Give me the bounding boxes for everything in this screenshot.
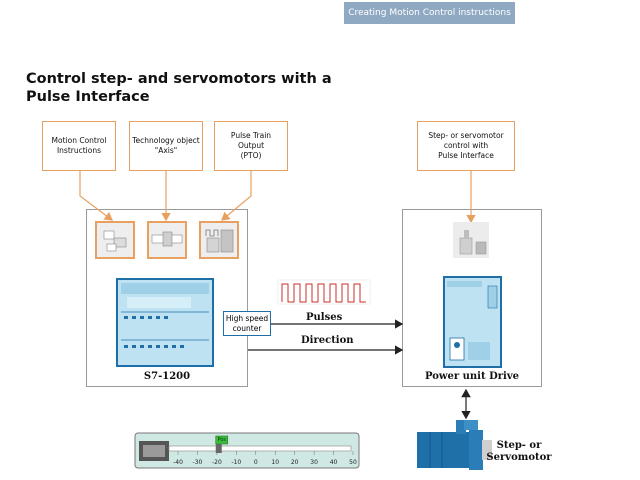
drive-motor-icon [453,222,489,258]
slider-tick-label: 20 [290,459,299,466]
box-label: Step- or servomotor [428,131,504,140]
slider-tick-label: 10 [271,459,280,466]
pulses-label: Pulses [306,312,343,323]
title-line-1: Control step- and servomotors with a [26,71,332,87]
counter-label: High speed [225,313,269,323]
page-title: Control step- and servomotors with a Pul… [26,70,346,106]
s7-1200-plc-image [116,278,214,367]
motor-label: Step- or Servomotor [484,440,554,464]
position-badge: Pos [217,437,226,443]
box-label: "Axis" [154,146,178,155]
motor-label-line-2: Servomotor [486,452,552,463]
box-label: Pulse Train Output [230,131,272,150]
high-speed-counter-box: High speed counter [223,311,271,336]
linear-axis-track [134,432,360,469]
motion-control-instructions-box: Motion Control Instructions [42,121,116,171]
pulse-waveform [277,279,371,305]
slider-tick-label: 40 [329,459,338,466]
box-label: Pulse Interface [438,151,494,160]
instruction-module-icon [95,221,135,259]
box-label: control with [443,141,489,150]
pto-icon [199,221,239,259]
box-label: Motion Control [51,136,107,145]
axis-carriage-handle[interactable] [215,435,229,453]
config-arrows [79,171,476,224]
box-label: Technology object [132,136,200,145]
drive-label: Power unit Drive [425,371,519,382]
box-label: (PTO) [240,151,262,160]
technology-object-axis-box: Technology object "Axis" [129,121,203,171]
header-tab[interactable]: Creating Motion Control instructions [344,2,515,24]
slider-tick-label: -30 [192,459,203,466]
pulse-train-output-box: Pulse Train Output (PTO) [214,121,288,171]
direction-label: Direction [301,335,354,346]
power-unit-drive-image [443,276,502,368]
slider-tick-label: 0 [253,459,258,466]
plc-label: S7-1200 [143,371,191,382]
slider-tick-label: -20 [211,459,222,466]
title-line-2: Pulse Interface [26,89,150,105]
slider-tick-label: -10 [231,459,242,466]
step-servo-control-box: Step- or servomotor control with Pulse I… [417,121,515,171]
motor-label-line-1: Step- or [496,440,542,451]
box-label: Instructions [56,146,102,155]
slider-tick-label: 30 [310,459,318,466]
slider-tick-label: -40 [173,459,183,466]
axis-object-icon [147,221,187,259]
counter-label: counter [232,323,262,333]
servomotor-image [417,420,492,470]
slider-tick-label: 50 [349,459,357,466]
